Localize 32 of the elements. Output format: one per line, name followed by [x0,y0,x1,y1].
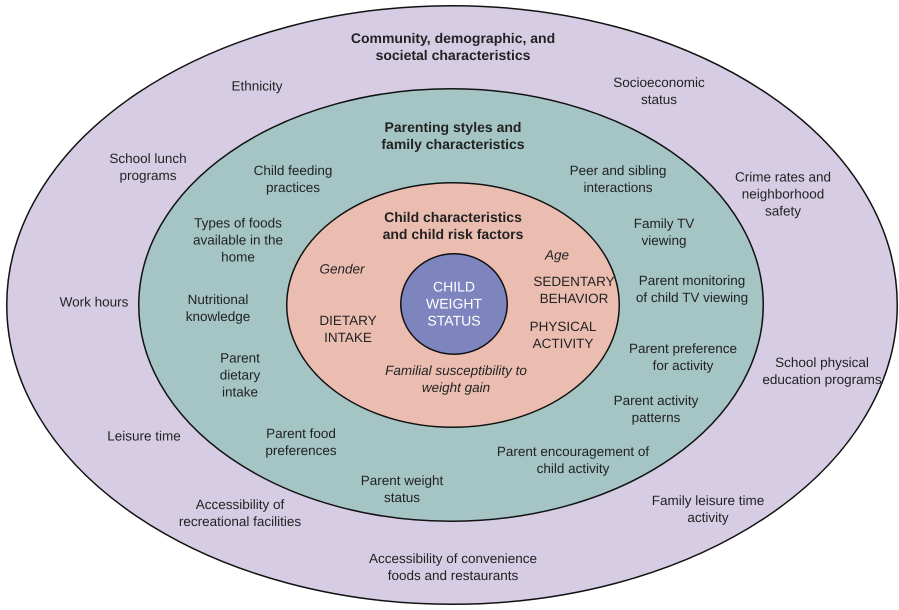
factor-label: Parent encouragement of child activity [496,443,650,477]
factor-label: Socioeconomic status [612,74,706,108]
factor-label: Parent dietary intake [218,350,262,400]
factor-label: Family leisure time activity [650,492,766,526]
ring-heading: Parenting styles and family characteristics [380,119,526,153]
factor-label: DIETARY INTAKE [318,312,378,346]
factor-label: Parent food preferences [264,425,338,459]
factor-label: Ethnicity [230,78,284,94]
ring-heading: Child characteristics and child risk factors [382,209,524,243]
factor-label: PHYSICAL ACTIVITY [528,318,598,352]
ring-heading: Community, demographic, and societal characteristics [350,30,556,64]
factor-label: Family TV viewing [632,215,696,249]
factor-label: Parent preference for activity [628,340,738,374]
factor-label: Nutritional knowledge [184,291,252,325]
factor-label: Parent weight status [360,472,444,506]
factor-label: Leisure time [106,428,182,444]
factor-label: Parent activity patterns [612,392,700,426]
factor-label: Types of foods available in the home [192,214,284,266]
factor-label: Age [544,246,570,264]
factor-label: Accessibility of recreational facilities [178,496,302,530]
center-label: CHILD WEIGHT STATUS [425,278,483,330]
factor-label: Child feeding practices [252,162,334,196]
factor-label: Crime rates and neighborhood safety [734,168,832,220]
factor-label: Familial susceptibility to weight gain [384,362,528,396]
factor-label: School physical education programs [762,354,882,388]
factor-label: Work hours [58,294,130,310]
factor-label: Gender [318,260,366,278]
factor-label: Parent monitoring of child TV viewing [634,272,750,306]
factor-label: School lunch programs [108,150,188,184]
factor-label: Peer and sibling interactions [568,162,668,196]
factor-label: Accessibility of convenience foods and restaurants [368,550,538,584]
factor-label: SEDENTARY BEHAVIOR [532,273,616,307]
